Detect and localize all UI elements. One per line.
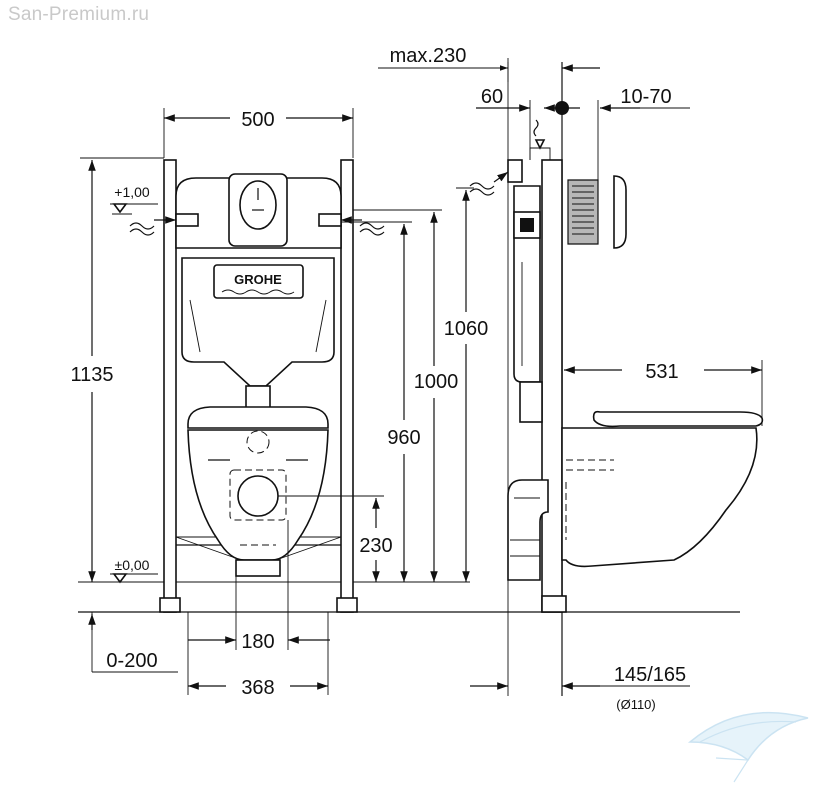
level-marker-icon <box>110 203 158 215</box>
frame-left-foot <box>159 597 181 613</box>
dim-inlet-height: 1000 <box>414 371 459 393</box>
dim-bowl-depth: 531 <box>645 361 678 383</box>
toilet-seat-side <box>592 410 764 428</box>
dim-total-height: 1135 <box>70 364 113 386</box>
flush-cover-side <box>613 175 627 249</box>
toilet-bowl-side <box>561 427 758 568</box>
water-inlet-icon <box>469 182 495 190</box>
side-view: max.230 60 10-70 531 145/165 (Ø110) <box>378 45 764 712</box>
inlet-valve <box>507 159 523 183</box>
outlet-pipe <box>237 475 279 517</box>
inlet-right <box>318 213 342 227</box>
grohe-logo-text: GROHE <box>234 272 282 287</box>
bowl-lid <box>187 406 329 429</box>
watermark-logo-icon <box>687 711 809 783</box>
grohe-logo-icon <box>213 264 304 299</box>
level-zero-label: ±0,00 <box>115 557 150 573</box>
dim-outlet-depth: 145/165 <box>614 664 686 686</box>
watermark-text: San-Premium.ru <box>8 4 150 25</box>
dim-pipe-diameter: (Ø110) <box>616 697 656 712</box>
outlet-bend-side <box>507 479 549 581</box>
dim-outlet-height: 230 <box>359 535 392 557</box>
dim-wall-max: max.230 <box>390 45 467 67</box>
dim-floor-range: 0-200 <box>106 650 157 672</box>
water-inlet-icon <box>359 222 385 230</box>
dim-bowl-width: 368 <box>241 677 274 699</box>
flush-connection <box>246 430 270 454</box>
actuator-box <box>520 218 534 232</box>
flush-button[interactable] <box>239 180 277 230</box>
dim-side-offset: 60 <box>481 86 503 108</box>
front-view: GROHE <box>70 108 488 699</box>
dim-frame-width: 500 <box>241 109 274 131</box>
frame-right-leg <box>340 159 354 613</box>
level-marker-icon <box>110 573 158 584</box>
inlet-left <box>175 213 199 227</box>
outlet-stub <box>235 559 281 577</box>
dim-wall-range: 10-70 <box>620 86 671 108</box>
water-inlet-icon <box>129 222 155 230</box>
dim-fixing-height: 960 <box>387 427 420 449</box>
level-top-label: +1,00 <box>114 184 150 200</box>
frame-right-foot <box>336 597 358 613</box>
dim-flush-height: 1060 <box>444 318 489 340</box>
flush-pipe <box>245 385 271 409</box>
dim-outlet-spacing: 180 <box>241 631 274 653</box>
frame-side-post <box>541 159 563 613</box>
outlet-bracket <box>229 469 287 521</box>
frame-left-leg <box>163 159 177 613</box>
